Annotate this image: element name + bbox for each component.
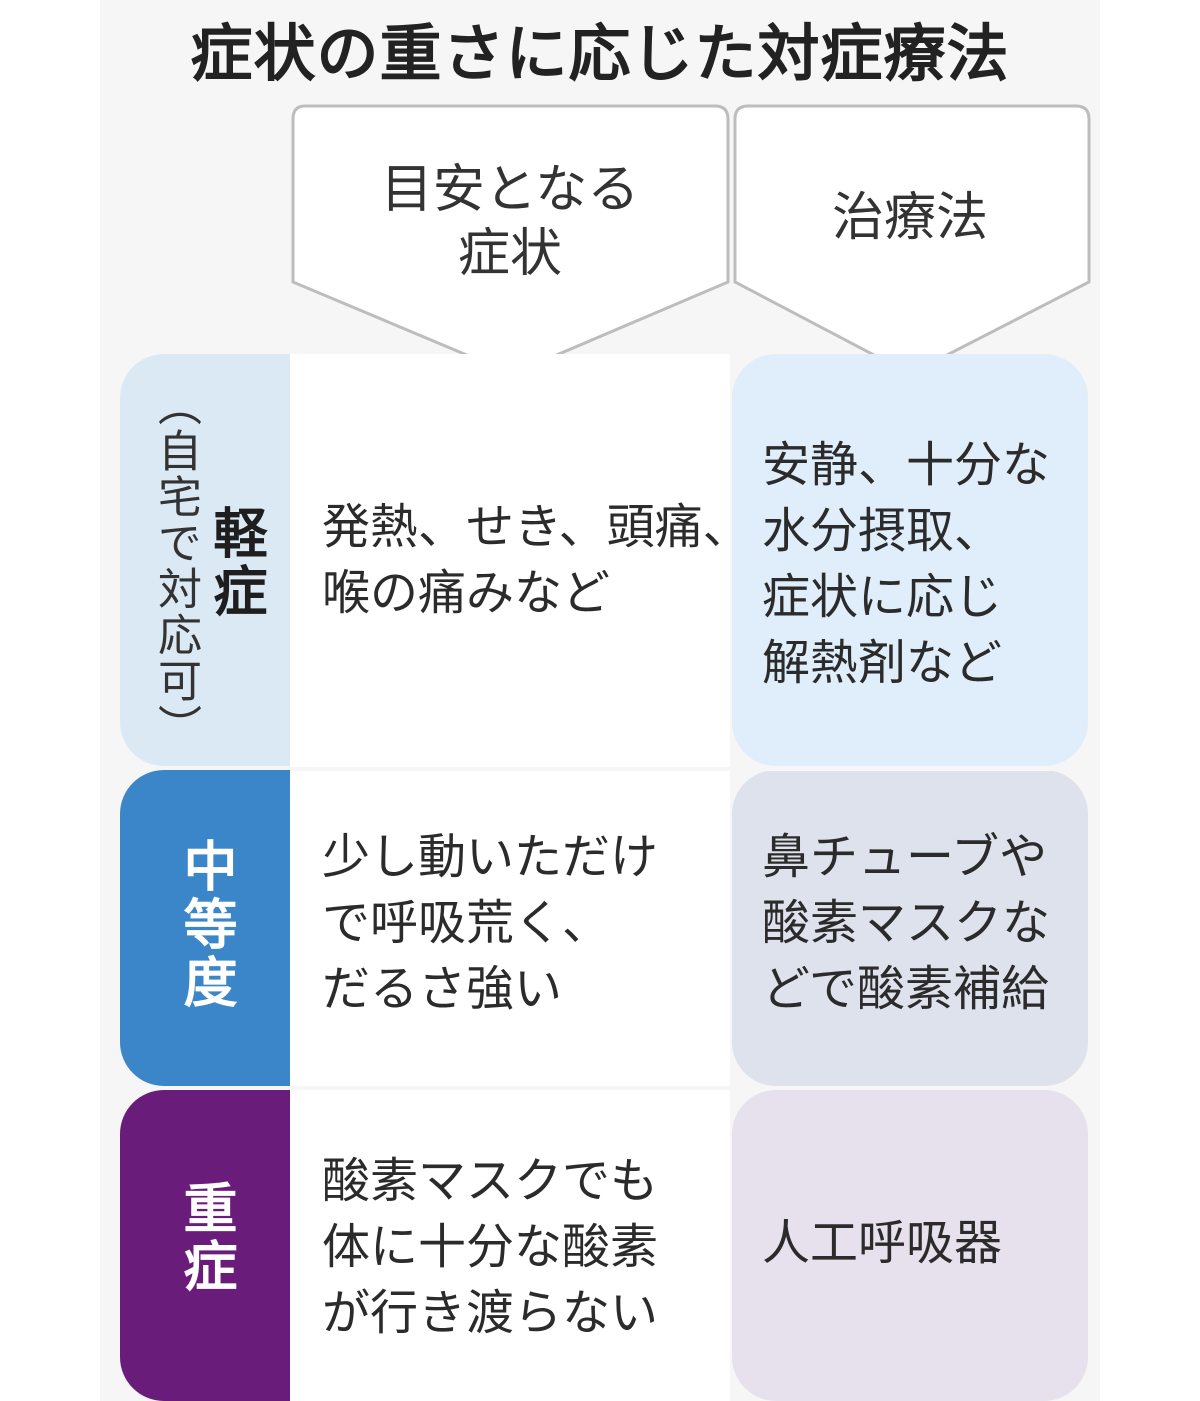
treatment-header-arrow — [733, 104, 1091, 376]
mild-treatment-line-4: 解熱剤など — [762, 635, 1003, 691]
moderate-symptoms: 少し動いただけ で呼吸荒く、 だるさ強い — [322, 824, 658, 1022]
mild-symptoms-line-2: 喉の痛みなど — [322, 565, 611, 621]
severe-treatment-line-1: 人工呼吸器 — [762, 1215, 1003, 1271]
moderate-treatment-line-3: どで酸素補給 — [762, 961, 1050, 1017]
header-arrows — [291, 104, 1091, 376]
moderate-treatment-line-1: 鼻チューブや — [762, 829, 1048, 885]
moderate-symptoms-line-2: で呼吸荒く、 — [322, 895, 611, 951]
mild-treatment-line-2: 水分摂取、 — [762, 503, 1003, 559]
mild-treatment-line-1: 安静、十分な — [762, 437, 1051, 493]
moderate-treatment: 鼻チューブや 酸素マスクな どで酸素補給 — [762, 824, 1050, 1022]
mild-note: （自宅で対応可） — [150, 382, 201, 750]
treatment-severe-box — [732, 1090, 1088, 1401]
symptoms-column — [290, 354, 730, 1401]
symptoms-header-line-1: 目安となる — [380, 160, 640, 220]
row-divider — [290, 1086, 1100, 1090]
moderate-symptoms-line-3: だるさ強い — [322, 961, 563, 1017]
treatment-header: 治療法 — [831, 188, 988, 248]
symptoms-header: 目安となる 症状 — [300, 158, 720, 286]
moderate-treatment-line-2: 酸素マスクな — [762, 895, 1051, 951]
symptoms-header-arrow — [291, 104, 730, 376]
mild-treatment-line-3: 症状に応じ — [762, 569, 1003, 625]
symptoms-header-line-2: 症状 — [457, 224, 562, 284]
severe-treatment: 人工呼吸器 — [762, 1210, 1002, 1276]
severe-symptoms-line-1: 酸素マスクでも — [322, 1153, 659, 1209]
mild-symptoms-line-1: 発熱、せき、頭痛、 — [322, 499, 751, 555]
treatment-moderate-box — [732, 770, 1088, 1086]
moderate-symptoms-line-1: 少し動いただけ — [322, 829, 659, 885]
severe-symptoms-line-3: が行き渡らない — [322, 1285, 659, 1341]
mild-symptoms: 発熱、せき、頭痛、 喉の痛みなど — [322, 494, 751, 626]
severe-symptoms: 酸素マスクでも 体に十分な酸素 が行き渡らない — [322, 1148, 658, 1346]
mild-treatment: 安静、十分な 水分摂取、 症状に応じ 解熱剤など — [762, 432, 1050, 696]
severity-severe-label: 重症 — [174, 1180, 237, 1296]
treatment-mild-box — [732, 354, 1088, 766]
severe-symptoms-line-2: 体に十分な酸素 — [322, 1219, 659, 1275]
severity-moderate-label: 中等度 — [174, 838, 237, 1012]
severity-mild-label: 軽症 — [204, 505, 267, 621]
page-title: 症状の重さに応じた対症療法 — [190, 17, 1010, 90]
row-divider — [290, 767, 1100, 771]
